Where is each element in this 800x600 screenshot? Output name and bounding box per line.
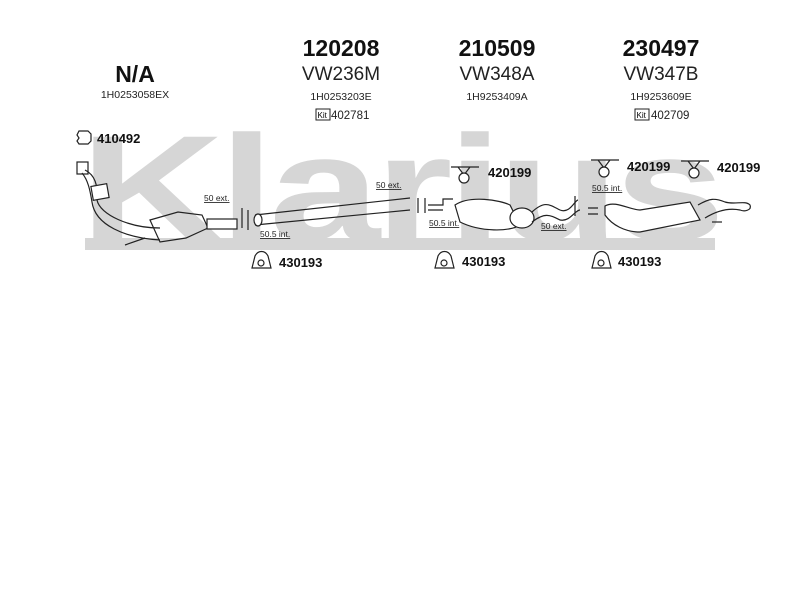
svg-text:420199: 420199: [627, 159, 670, 174]
oem-number: 1H0253058EX: [101, 89, 169, 101]
column-120208[interactable]: 120208 VW236M 1H0253203E Kit 402781: [302, 35, 380, 122]
part-number[interactable]: 230497: [623, 35, 700, 61]
rubber-hanger-icon: [681, 160, 709, 179]
rear-silencer-230497: [588, 198, 751, 233]
model-code: VW236M: [302, 64, 380, 85]
rubber-hanger-icon: [451, 166, 479, 184]
svg-text:420199: 420199: [488, 165, 531, 180]
part-number[interactable]: 120208: [303, 35, 380, 61]
exhaust-mount-icon: [434, 250, 455, 269]
kit-badge: Kit 402709: [634, 108, 689, 122]
oem-number: 1H0253203E: [310, 91, 371, 103]
dimension-label: 50 ext.: [541, 221, 567, 231]
hanger-420199[interactable]: 420199: [681, 160, 760, 179]
svg-text:430193: 430193: [462, 254, 505, 269]
dimension-label: 50.5 int.: [429, 218, 459, 228]
gasket-410492[interactable]: 410492: [76, 130, 140, 146]
part-number: N/A: [115, 61, 155, 87]
dimension-label: 50.5 int.: [260, 229, 290, 239]
klarius-watermark: Klarius: [80, 104, 724, 272]
svg-text:430193: 430193: [618, 254, 661, 269]
svg-text:430193: 430193: [279, 255, 322, 270]
dimension-labels: 50 ext. 50.5 int. 50 ext. 50.5 int. 50 e…: [204, 180, 622, 239]
gasket-icon: [76, 130, 92, 145]
part-number[interactable]: 210509: [459, 35, 536, 61]
svg-text:420199: 420199: [717, 160, 760, 175]
exhaust-mount-icon: [591, 250, 612, 269]
front-pipe-catalyst: [76, 161, 238, 246]
kit-icon: Kit: [318, 111, 328, 120]
hanger-420199[interactable]: 420199: [591, 159, 670, 178]
oem-number: 1H9253609E: [630, 91, 691, 103]
model-code: VW347B: [624, 64, 699, 85]
kit-number: 402709: [651, 110, 689, 122]
rubber-hanger-icon: [591, 159, 619, 178]
kit-number: 402781: [331, 110, 369, 122]
exhaust-mount-icon: [251, 250, 272, 269]
column-na: N/A 1H0253058EX: [101, 61, 169, 101]
dimension-label: 50 ext.: [204, 193, 230, 203]
dimension-label: 50 ext.: [376, 180, 402, 190]
column-210509[interactable]: 210509 VW348A 1H9253409A: [459, 35, 536, 103]
kit-badge: Kit 402781: [315, 108, 369, 122]
column-230497[interactable]: 230497 VW347B 1H9253609E Kit 402709: [623, 35, 700, 122]
centre-silencer-210509: [417, 196, 581, 231]
hanger-420199[interactable]: 420199: [451, 165, 531, 184]
model-code: VW348A: [460, 64, 535, 85]
clamp-430193[interactable]: 430193: [591, 250, 661, 270]
oem-number: 1H9253409A: [466, 91, 527, 103]
mid-pipe-120208: [241, 197, 411, 230]
dimension-label: 50.5 int.: [592, 183, 622, 193]
svg-text:410492: 410492: [97, 131, 140, 146]
clamp-430193[interactable]: 430193: [251, 250, 322, 271]
clamp-430193[interactable]: 430193: [434, 250, 505, 270]
kit-icon: Kit: [637, 111, 647, 120]
